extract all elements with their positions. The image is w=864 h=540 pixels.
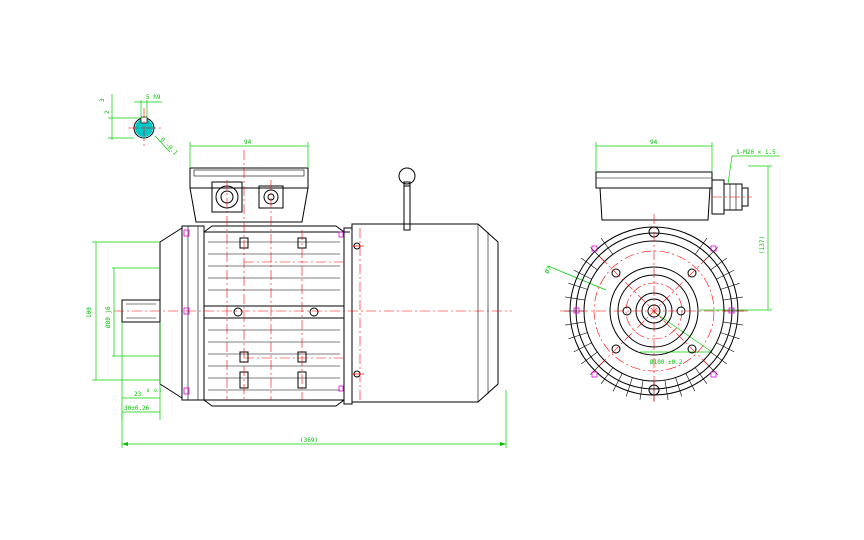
terminal-box-width-label: 94 — [244, 139, 252, 146]
overall-height-label: (137) — [759, 236, 766, 254]
motor-end-view: 94 1-M20 × 1.5 (137) Ø7 Ø100 ±0.2 — [544, 139, 780, 402]
shaft-key-detail: 5 h9 3 2 0 -0.1 — [99, 94, 179, 157]
brake-release-lever — [398, 167, 416, 231]
motor-side-view: 94 — [86, 139, 512, 448]
shaft-key-tolerance-label: 0 -0.1 — [159, 136, 180, 157]
key-height-label: 2 — [104, 110, 111, 114]
side-bolt-markers — [183, 229, 344, 395]
front-flange — [159, 225, 205, 401]
end-box-width-label: 94 — [650, 139, 658, 146]
brake-cover — [351, 223, 499, 403]
shaft-length-tolerance-label: 0 -0.1 — [147, 388, 162, 393]
end-bolt-markers — [573, 245, 735, 378]
stator-body — [203, 225, 353, 407]
key-depth-label: 3 — [99, 98, 106, 102]
center-height-label: 100 — [86, 307, 93, 318]
overall-length-label: (369) — [300, 437, 318, 444]
end-terminal-box — [595, 171, 752, 221]
flange-spigot-label: Ø80 j6 — [105, 306, 112, 328]
key-width-label: 5 h9 — [146, 94, 161, 101]
shaft-length-label: 23 — [134, 391, 142, 398]
pcd-label: Ø100 ±0.2 — [650, 359, 683, 366]
cable-gland-label: 1-M20 × 1.5 — [736, 149, 776, 156]
side-dimensions: 100 Ø80 j6 23 0 -0.1 30±0.26 (369) — [86, 241, 507, 448]
hole-dia-label: Ø7 — [544, 265, 554, 275]
end-housing — [560, 214, 748, 402]
terminal-box: 94 — [189, 139, 309, 223]
shaft-diameter-label: 30±0.26 — [124, 405, 150, 412]
